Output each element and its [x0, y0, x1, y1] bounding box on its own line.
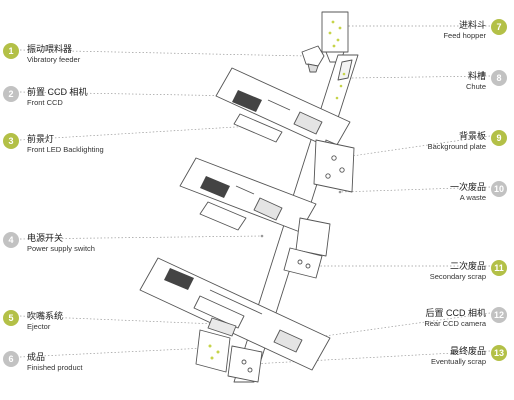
callout-badge: 3	[3, 133, 19, 149]
callout-en: Eventually scrap	[430, 357, 486, 366]
callout-badge: 5	[3, 310, 19, 326]
callout-zh: 背景板	[458, 131, 486, 141]
a-waste-housing	[179, 157, 331, 257]
callout-en: Vibratory feeder	[27, 55, 81, 64]
callout-1: 1 振动喂料器 Vibratory feeder	[0, 41, 200, 71]
callout-11: 11 二次废品 Secondary scrap	[0, 258, 514, 288]
callout-zh: 前置 CCD 相机	[27, 87, 88, 97]
leader-dot-10	[338, 190, 342, 194]
secondary-scrap-outlet	[283, 247, 323, 279]
callout-en: Chute	[465, 82, 486, 91]
finished-product-outlet	[195, 329, 231, 373]
ejector-unit	[207, 317, 237, 337]
callout-8: 8 料槽 Chute	[0, 68, 514, 98]
leader-line-13	[251, 350, 491, 365]
callout-en: Rear CCD camera	[424, 319, 486, 328]
callout-zh: 吹嘴系统	[27, 311, 64, 321]
leader-lines	[19, 24, 491, 366]
callout-en: Feed hopper	[443, 31, 486, 40]
callout-zh: 电源开关	[27, 233, 64, 243]
feed-hopper	[321, 11, 349, 63]
callout-4: 4 电源开关 Power supply switch	[0, 230, 200, 260]
callout-zh: 前景灯	[27, 134, 55, 144]
callout-zh: 成品	[27, 352, 46, 362]
callout-badge: 8	[491, 70, 507, 86]
callout-badge: 10	[491, 181, 507, 197]
callout-badge: 2	[3, 86, 19, 102]
callout-2: 2 前置 CCD 相机 Front CCD	[0, 84, 200, 114]
callout-en: A waste	[459, 193, 486, 202]
leader-line-3	[19, 125, 253, 141]
callout-badge: 13	[491, 345, 507, 361]
callout-zh: 二次废品	[449, 261, 486, 271]
eventually-scrap-outlet	[227, 345, 263, 383]
callout-5: 5 吹嘴系统 Ejector	[0, 308, 200, 338]
callout-zh: 进料斗	[458, 20, 486, 30]
callout-zh: 料槽	[467, 71, 486, 81]
callout-badge: 6	[3, 351, 19, 367]
rear-ccd-housing	[139, 257, 331, 371]
callout-badge: 11	[491, 260, 507, 276]
leader-line-5	[19, 315, 217, 325]
callout-12: 12 后置 CCD 相机 Rear CCD camera	[0, 305, 514, 335]
callout-3: 3 前景灯 Front LED Backlighting	[0, 131, 200, 161]
callout-en: Power supply switch	[27, 244, 95, 253]
callout-7: 7 进料斗 Feed hopper	[0, 17, 514, 47]
callout-en: Front LED Backlighting	[27, 145, 104, 154]
leader-line-10	[339, 186, 491, 193]
leader-line-6	[19, 347, 207, 358]
callout-zh: 最终废品	[449, 346, 486, 356]
callout-badge: 9	[491, 130, 507, 146]
leader-line-8	[349, 75, 491, 79]
callout-9: 9 背景板 Background plate	[0, 128, 514, 158]
callout-badge: 4	[3, 232, 19, 248]
callout-10: 10 一次废品 A waste	[0, 179, 514, 209]
callout-en: Background plate	[427, 142, 486, 151]
leader-dot-4	[260, 234, 264, 238]
leader-line-12	[295, 312, 491, 341]
leader-line-1	[19, 49, 307, 57]
callout-badge: 1	[3, 43, 19, 59]
callout-en: Secondary scrap	[429, 272, 486, 281]
callout-badge: 12	[491, 307, 507, 323]
vibratory-feeder	[301, 45, 325, 73]
background-plate	[313, 139, 355, 193]
leader-line-9	[351, 135, 491, 157]
callout-zh: 振动喂料器	[27, 44, 73, 54]
callout-en: Front CCD	[27, 98, 63, 107]
callout-badge: 7	[491, 19, 507, 35]
callout-13: 13 最终废品 Eventually scrap	[0, 343, 514, 373]
callout-zh: 后置 CCD 相机	[425, 308, 487, 318]
callout-zh: 一次废品	[449, 182, 486, 192]
callout-en: Ejector	[27, 322, 51, 331]
callout-6: 6 成品 Finished product	[0, 349, 200, 379]
callout-en: Finished product	[27, 363, 83, 372]
